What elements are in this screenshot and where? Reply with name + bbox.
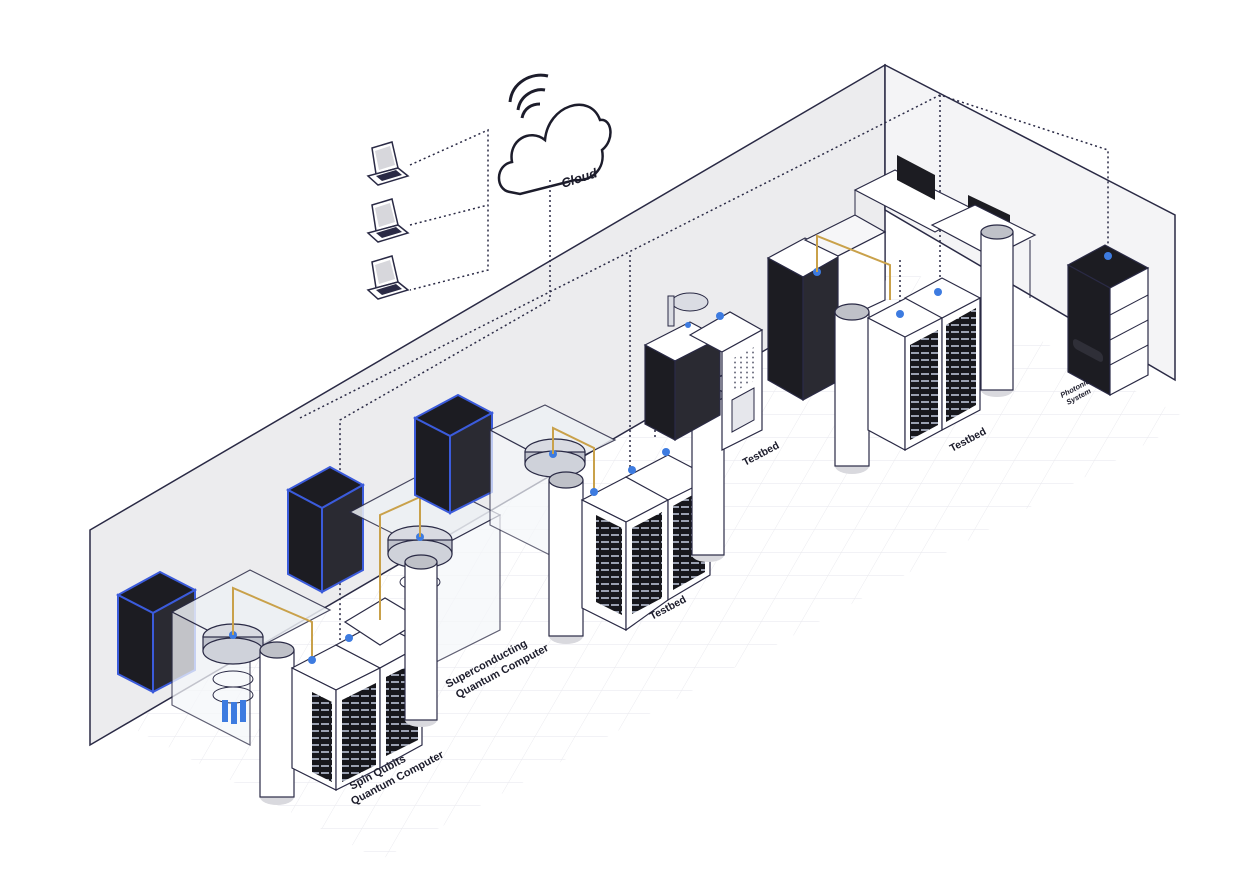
testbed-zone-1: [412, 387, 725, 644]
laptop-icon: [366, 255, 410, 300]
laptop-icon: [366, 141, 410, 186]
wifi-icon: [508, 73, 549, 119]
superconducting-zone: [285, 465, 502, 727]
spin-qubits-zone: [115, 569, 424, 805]
laptop-connections: [409, 128, 489, 291]
testbed-1-machine: [643, 292, 764, 451]
testbed-zone-2: [766, 155, 1037, 474]
cloud-icon: [497, 103, 612, 196]
photonic-system: [1066, 244, 1150, 397]
laptop-icon: [366, 198, 410, 243]
